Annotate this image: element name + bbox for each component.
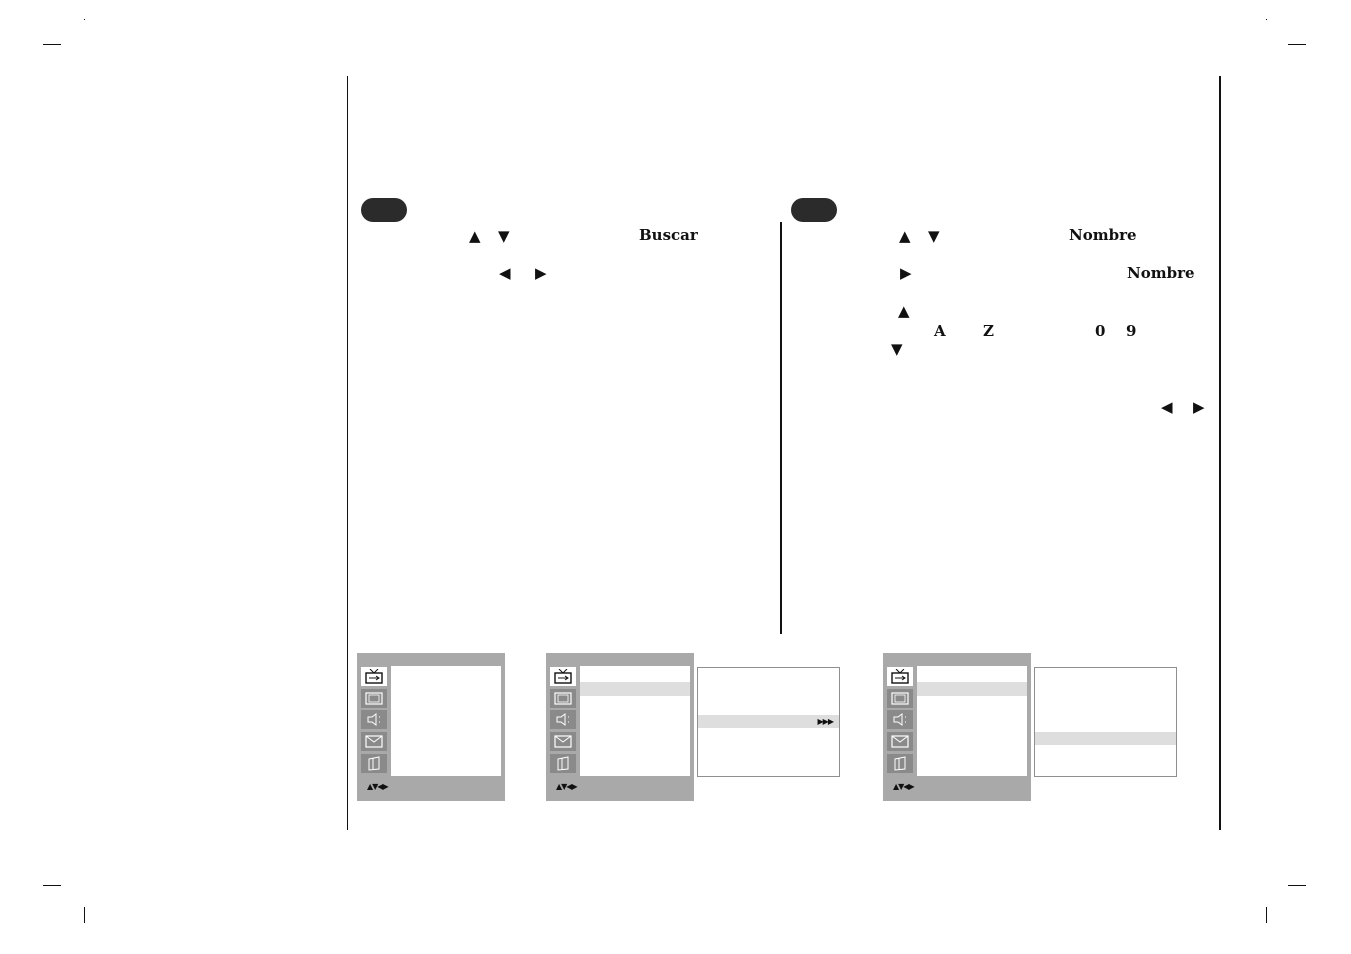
osd-submenu-2: ▶▶▶	[697, 667, 840, 777]
keyword-nombre: Nombre	[1127, 264, 1195, 282]
sound-icon	[361, 710, 387, 729]
osd-submenu-highlight: ▶▶▶	[698, 715, 839, 728]
keyword-nombre: Nombre	[1069, 226, 1137, 244]
digit-9: 9	[1126, 322, 1137, 340]
special-icon	[550, 754, 576, 773]
crop-mark	[1288, 44, 1306, 45]
sound-icon	[550, 710, 576, 729]
osd-menu-highlight	[917, 682, 1027, 696]
osd-menu-1: ▲▼◀▶	[357, 653, 505, 801]
osd-menu-2: ▲▼◀▶	[546, 653, 694, 801]
osd-nav-hint: ▲▼◀▶	[556, 782, 578, 791]
arrow-down-icon: ▼	[498, 227, 510, 245]
crop-mark	[84, 907, 85, 923]
crop-dot	[1266, 19, 1267, 20]
tv-station-icon	[887, 667, 913, 686]
osd-menu-highlight	[580, 682, 690, 696]
letter-a: A	[934, 322, 946, 340]
arrow-up-icon: ▲	[898, 302, 910, 320]
tv-station-icon	[361, 667, 387, 686]
crop-mark	[1266, 907, 1267, 923]
step-badge-left	[361, 198, 407, 222]
slash-text: /	[489, 228, 494, 243]
arrow-right-icon: ▶	[900, 264, 912, 282]
arrow-left-icon: ◀	[1161, 398, 1173, 416]
keyword-buscar: Buscar	[639, 226, 698, 244]
special-icon	[361, 754, 387, 773]
picture-icon	[887, 689, 913, 708]
time-icon	[361, 732, 387, 751]
crop-mark	[1288, 885, 1306, 886]
crop-mark	[43, 885, 61, 886]
osd-nav-hint: ▲▼◀▶	[893, 782, 915, 791]
special-icon	[887, 754, 913, 773]
arrow-down-icon: ▼	[928, 227, 940, 245]
column-divider	[780, 222, 782, 634]
page-right-rule	[1219, 76, 1221, 830]
crop-dot	[84, 19, 85, 20]
osd-submenu-3	[1034, 667, 1177, 777]
time-icon	[550, 732, 576, 751]
page-left-rule	[347, 76, 348, 830]
crop-mark	[43, 44, 61, 45]
osd-menu-panel	[391, 666, 501, 776]
submenu-arrows-icon: ▶▶▶	[817, 717, 835, 726]
slash-text: /	[519, 265, 524, 280]
arrow-right-icon: ▶	[1193, 398, 1205, 416]
arrow-left-icon: ◀	[499, 264, 511, 282]
arrow-up-icon: ▲	[899, 227, 911, 245]
arrow-up-icon: ▲	[469, 227, 481, 245]
osd-submenu-highlight	[1035, 732, 1176, 745]
letter-z: Z	[983, 322, 994, 340]
osd-nav-hint: ▲▼◀▶	[367, 782, 389, 791]
digit-0: 0	[1095, 322, 1106, 340]
step-badge-right	[791, 198, 837, 222]
arrow-down-icon: ▼	[891, 340, 903, 358]
osd-menu-3: ▲▼◀▶	[883, 653, 1031, 801]
arrow-right-icon: ▶	[535, 264, 547, 282]
slash-text: /	[919, 228, 924, 243]
picture-icon	[361, 689, 387, 708]
picture-icon	[550, 689, 576, 708]
slash-text: /	[1181, 399, 1186, 414]
sound-icon	[887, 710, 913, 729]
tv-station-icon	[550, 667, 576, 686]
time-icon	[887, 732, 913, 751]
